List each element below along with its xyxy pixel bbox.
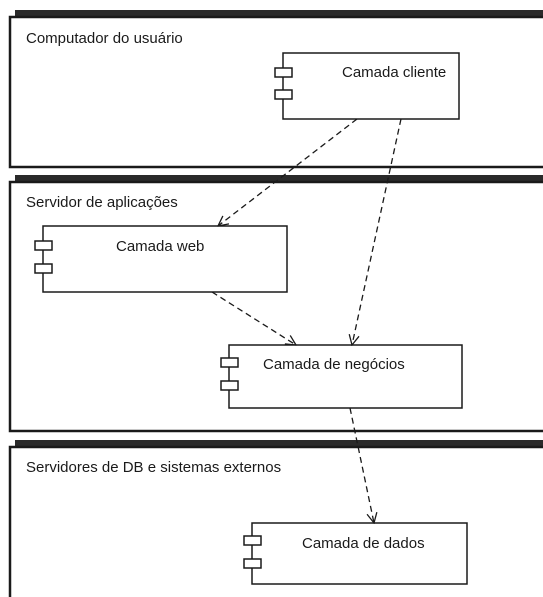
dependency-client-to-business [352,118,402,345]
component-client: Camada cliente [274,52,460,120]
component-icon-tab-top [243,535,262,546]
component-client-box [282,52,460,120]
node-app-server-depth-top [15,175,543,185]
node-db-servers-label: Servidores de DB e sistemas externos [26,459,281,476]
node-user-computer-depth-top [15,10,543,20]
component-icon-tab-top [34,240,53,251]
component-data: Camada de dados [243,522,468,585]
node-db-servers-depth-top [15,440,543,450]
node-user-computer: Computador do usuário [8,10,543,169]
component-web: Camada web [34,225,288,293]
component-icon-tab-top [274,67,293,78]
component-web-box [42,225,288,293]
component-web-label: Camada web [116,238,204,255]
node-app-server-label: Servidor de aplicações [26,194,178,211]
component-data-box [251,522,468,585]
component-data-label: Camada de dados [302,535,425,552]
component-client-label: Camada cliente [342,64,446,81]
component-icon-tab-bottom [220,380,239,391]
component-business-box [228,344,463,409]
component-business-label: Camada de negócios [263,356,405,373]
dependency-arrows [211,118,402,523]
node-user-computer-label: Computador do usuário [26,30,183,47]
dependency-web-to-business [211,291,296,345]
component-business: Camada de negócios [220,344,463,409]
component-icon-tab-bottom [34,263,53,274]
component-icon-tab-top [220,357,239,368]
component-icon-tab-bottom [243,558,262,569]
component-icon-tab-bottom [274,89,293,100]
